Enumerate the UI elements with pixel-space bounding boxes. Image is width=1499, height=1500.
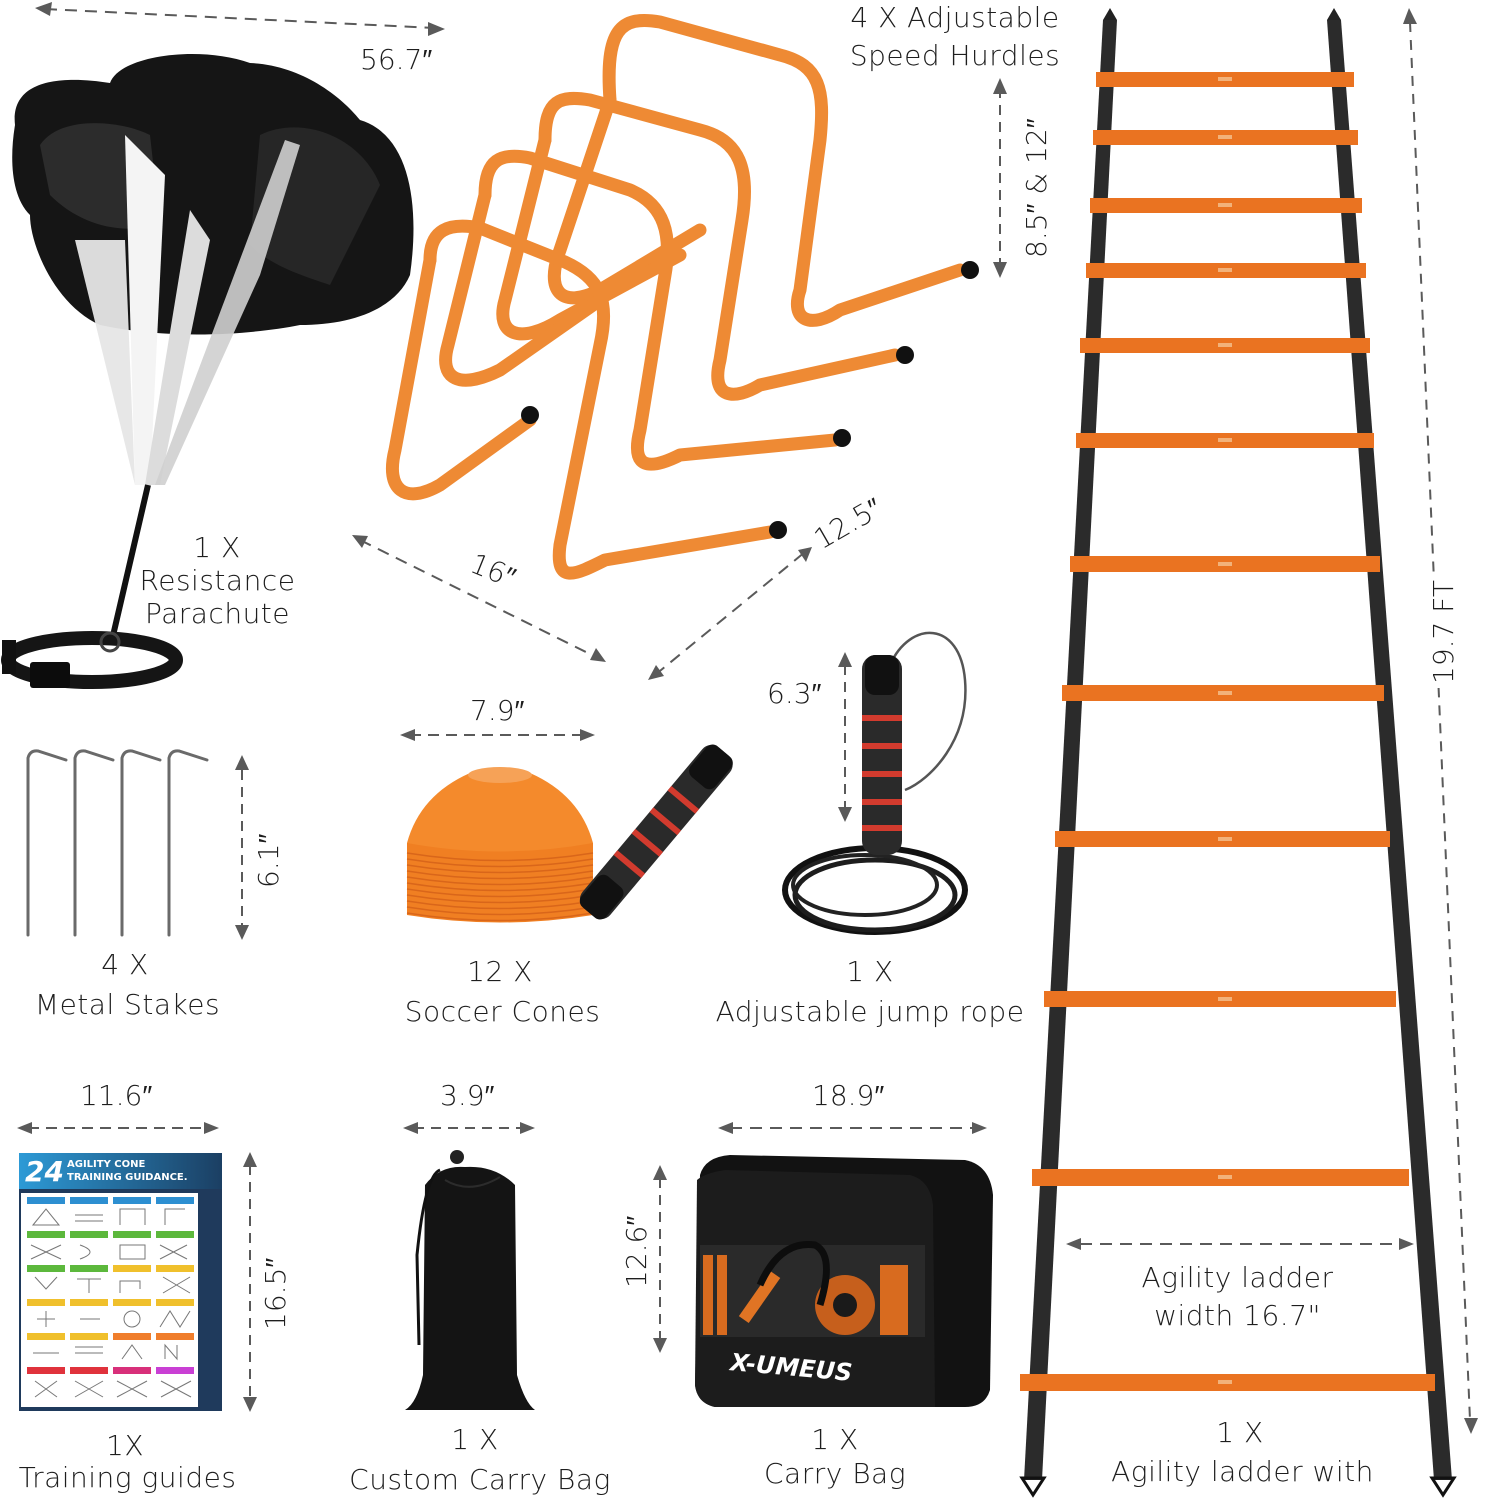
parachute-qty: 1 X <box>193 531 241 564</box>
stakes-name: Metal Stakes <box>34 988 221 1021</box>
cones-name: Soccer Cones <box>404 995 601 1028</box>
carry-bag-qty: 1 X <box>811 1423 859 1456</box>
hurdles-title-line2: Speed Hurdles <box>849 39 1061 72</box>
parachute-name-line1: Resistance <box>139 564 296 597</box>
guide-qty: 1X <box>106 1429 144 1462</box>
cones-width-dim: 7.9″ <box>470 694 525 727</box>
ladder-qty: 1 X <box>1216 1416 1264 1449</box>
cones-image <box>400 729 595 923</box>
drawstring-bag-qty: 1 X <box>451 1423 499 1456</box>
hurdles-title-line1: 4 X Adjustable <box>850 1 1060 34</box>
stakes-qty: 4 X <box>101 948 149 981</box>
ladder-width-line1: Agility ladder <box>1125 1260 1350 1296</box>
jump-rope-qty: 1 X <box>846 955 894 988</box>
drawstring-bag-name: Custom Carry Bag <box>349 1463 611 1496</box>
parachute-name-line2: Parachute <box>144 597 291 630</box>
ladder-length-dim: 19.7 FT <box>1427 576 1460 688</box>
drawstring-bag-width-arrow <box>403 1122 535 1134</box>
parachute-width-dim: 56.7″ <box>360 43 433 76</box>
carry-bag-width-dim: 18.9″ <box>812 1079 885 1112</box>
hurdles-image <box>352 13 1007 680</box>
parachute-belt <box>1 631 183 689</box>
parachute-width-arrow <box>35 2 445 36</box>
stakes-image <box>26 749 249 940</box>
jump-rope-handle-dim: 6.3″ <box>767 677 822 710</box>
jump-rope-name: Adjustable jump rope <box>715 995 1025 1028</box>
drawstring-bag-width-dim: 3.9″ <box>440 1079 495 1112</box>
parachute-image <box>12 53 414 641</box>
carry-bag-name: Carry Bag <box>764 1457 906 1490</box>
poster-title-line2: TRAINING GUIDANCE. <box>67 1172 188 1183</box>
ladder-width-line2: width 16.7" <box>1140 1298 1335 1334</box>
carry-bag-image: X-UMEUS <box>695 1155 993 1407</box>
carry-bag-width-arrow <box>718 1122 987 1134</box>
guide-height-arrow <box>243 1152 257 1412</box>
jump-rope-image <box>579 631 968 935</box>
guide-width-dim: 11.6″ <box>80 1079 153 1112</box>
carry-bag-height-arrow <box>653 1165 667 1353</box>
guide-name: Training guides <box>18 1461 237 1494</box>
guide-width-arrow <box>17 1122 219 1134</box>
cones-qty: 12 X <box>467 955 533 988</box>
poster-badge: 24 <box>25 1155 64 1188</box>
training-guide-poster: 24 AGILITY CONE TRAINING GUIDANCE. <box>19 1153 222 1411</box>
ladder-name: Agility ladder with <box>1100 1454 1385 1490</box>
poster-title-line1: AGILITY CONE <box>67 1159 146 1170</box>
drawstring-bag-image <box>405 1150 535 1410</box>
